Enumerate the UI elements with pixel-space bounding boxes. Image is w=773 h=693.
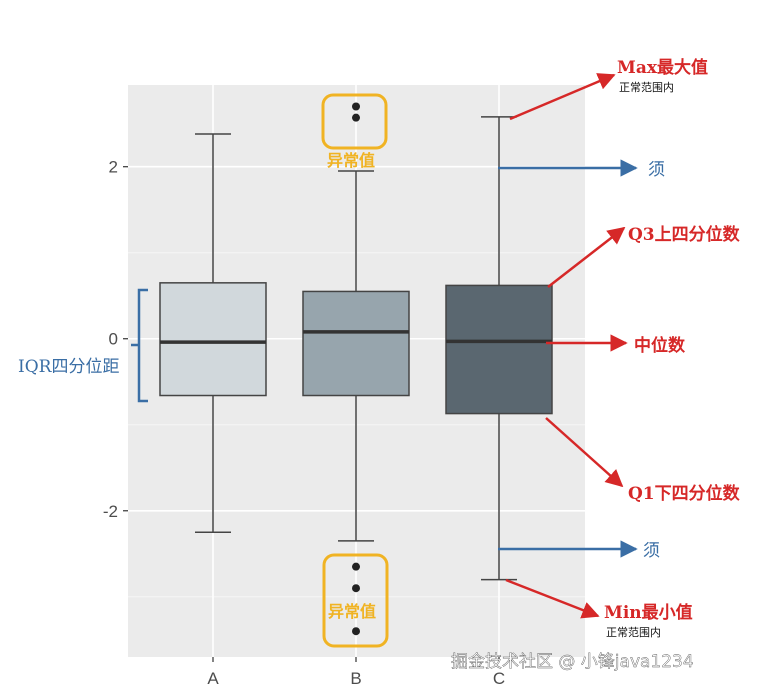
- outlier-label-upper: 异常值: [327, 151, 375, 170]
- outlier-box-upper: [321, 93, 388, 150]
- outlier-point: [352, 584, 360, 593]
- outlier-point: [352, 562, 360, 571]
- box-A: [159, 282, 267, 397]
- x-axis: A B C: [207, 657, 505, 688]
- box-B: [302, 290, 410, 397]
- q3-arrow: [547, 226, 626, 288]
- y-tick-label: -2: [103, 502, 118, 521]
- outlier-point: [352, 102, 360, 111]
- y-axis: -2 0 2: [103, 158, 128, 521]
- q3-label: Q3上四分位数: [628, 224, 741, 245]
- outlier-label-lower: 异常值: [328, 602, 376, 621]
- whisker-upper-label: 须: [648, 160, 665, 180]
- outlier-point: [352, 627, 360, 636]
- y-tick-label: 0: [109, 330, 118, 349]
- q1-arrow: [545, 417, 624, 488]
- whisker-lower-label: 须: [643, 541, 660, 561]
- x-tick-label: B: [350, 669, 361, 688]
- min-sub-label: 正常范围内: [606, 625, 661, 639]
- max-arrow: [509, 73, 616, 121]
- watermark: 掘金技术社区 @ 小锋java1234: [451, 652, 694, 672]
- outlier-box-lower: [322, 553, 389, 648]
- box-C: [445, 284, 553, 415]
- iqr-bracket: [131, 288, 148, 403]
- outlier-point: [352, 113, 360, 122]
- boxes: [159, 102, 553, 636]
- iqr-label: IQR四分位距: [18, 357, 119, 377]
- min-label: Min最小值: [604, 602, 693, 623]
- min-arrow: [505, 578, 600, 619]
- max-label: Max最大值: [617, 57, 708, 78]
- y-tick-label: 2: [109, 158, 118, 177]
- median-label: 中位数: [634, 335, 686, 356]
- q1-label: Q1下四分位数: [628, 483, 741, 504]
- x-tick-label: A: [207, 669, 219, 688]
- max-sub-label: 正常范围内: [619, 80, 674, 94]
- x-tick-label: C: [493, 669, 505, 688]
